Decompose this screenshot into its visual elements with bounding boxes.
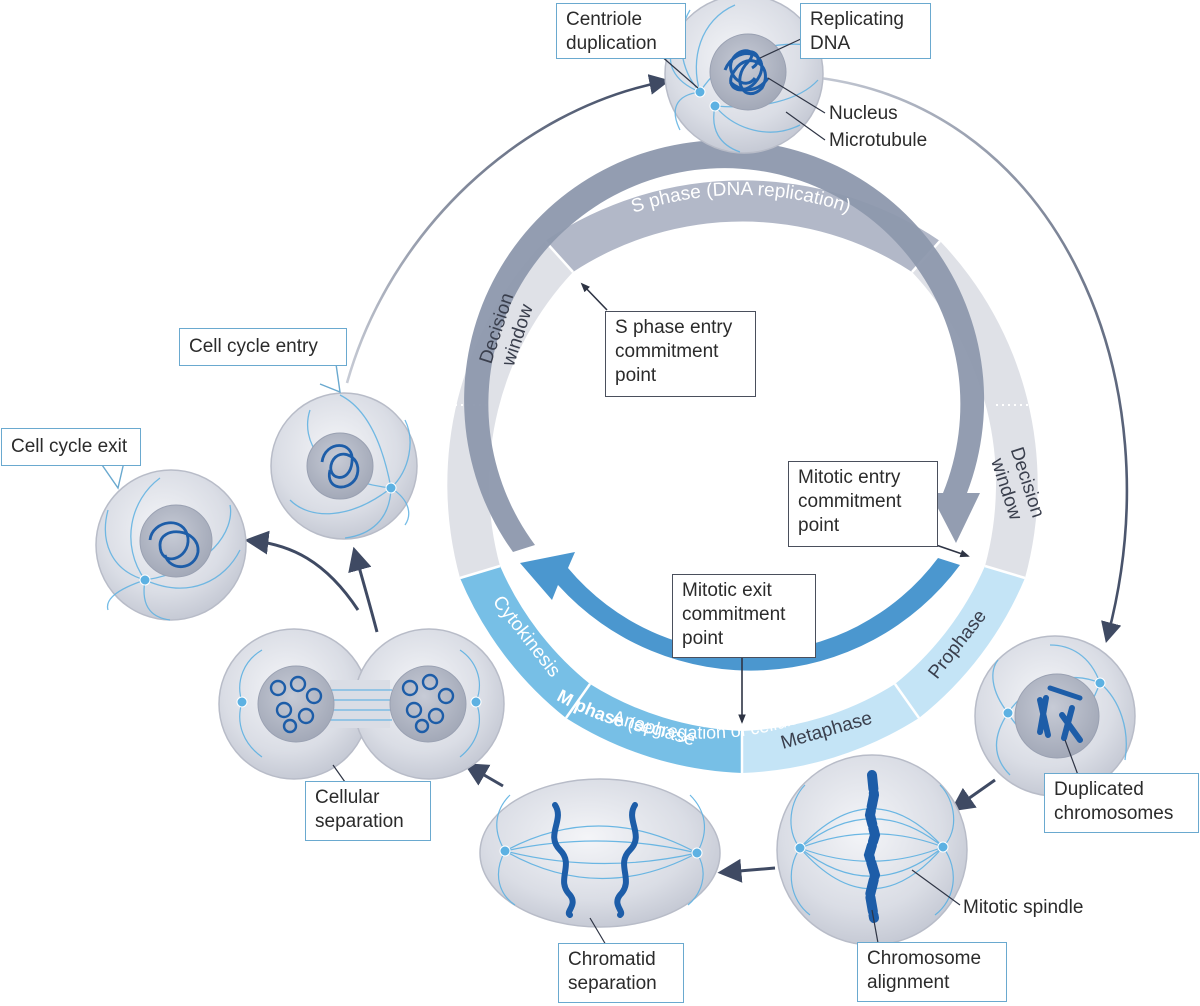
microtubule-label: Microtubule	[829, 130, 928, 151]
cellular-separation-label: Cellular separation	[305, 781, 431, 841]
chromatid-separation-label: Chromatid separation	[558, 943, 684, 1003]
m-phase-arrow	[520, 552, 960, 671]
metaphase-band	[742, 684, 919, 773]
prophase-to-metaphase-arrow	[950, 778, 996, 812]
s-phase-entry-label: S phase entry commitment point	[605, 311, 756, 397]
anaphase-band	[566, 684, 742, 773]
phase-ring	[447, 140, 1038, 773]
entry-to-g1-arrow	[345, 74, 671, 384]
nucleus-label: Nucleus	[829, 103, 898, 124]
prophase-band	[895, 566, 1025, 718]
cell-g1	[270, 392, 418, 540]
cell-cycle-exit-label: Cell cycle exit	[1, 428, 141, 466]
mitotic-entry-label: Mitotic entry commitment point	[788, 461, 938, 547]
cell-prophase	[974, 635, 1136, 797]
metaphase-to-anaphase-arrow	[717, 858, 776, 883]
g2-arc-arrow	[819, 76, 1129, 644]
duplicated-chromosomes-label: Duplicated chromosomes	[1044, 773, 1199, 833]
chromosome-alignment-label: Chromosome alignment	[857, 942, 1007, 1002]
decision-window-right-label: Decision window	[986, 445, 1048, 523]
mitotic-spindle-label: Mitotic spindle	[963, 897, 1084, 918]
telophase-to-entry-arrow	[348, 546, 379, 633]
cell-metaphase	[776, 754, 968, 946]
centriole-duplication-label: Centriole duplication	[556, 3, 686, 59]
anaphase-to-telophase-arrow	[463, 763, 504, 788]
cytokinesis-band	[460, 566, 590, 718]
cell-exit	[95, 469, 247, 621]
cell-anaphase	[479, 778, 721, 928]
cell-replication	[664, 0, 824, 154]
cell-telophase	[218, 628, 505, 780]
decision-window-left	[447, 241, 573, 578]
s-phase-band	[545, 180, 940, 272]
replicating-dna-label: Replicating DNA	[800, 3, 931, 59]
telophase-to-exit-arrow	[244, 530, 360, 611]
cell-cycle-entry-label: Cell cycle entry	[179, 328, 347, 366]
decision-window-right	[912, 241, 1038, 578]
mitotic-exit-label: Mitotic exit commitment point	[672, 574, 816, 658]
